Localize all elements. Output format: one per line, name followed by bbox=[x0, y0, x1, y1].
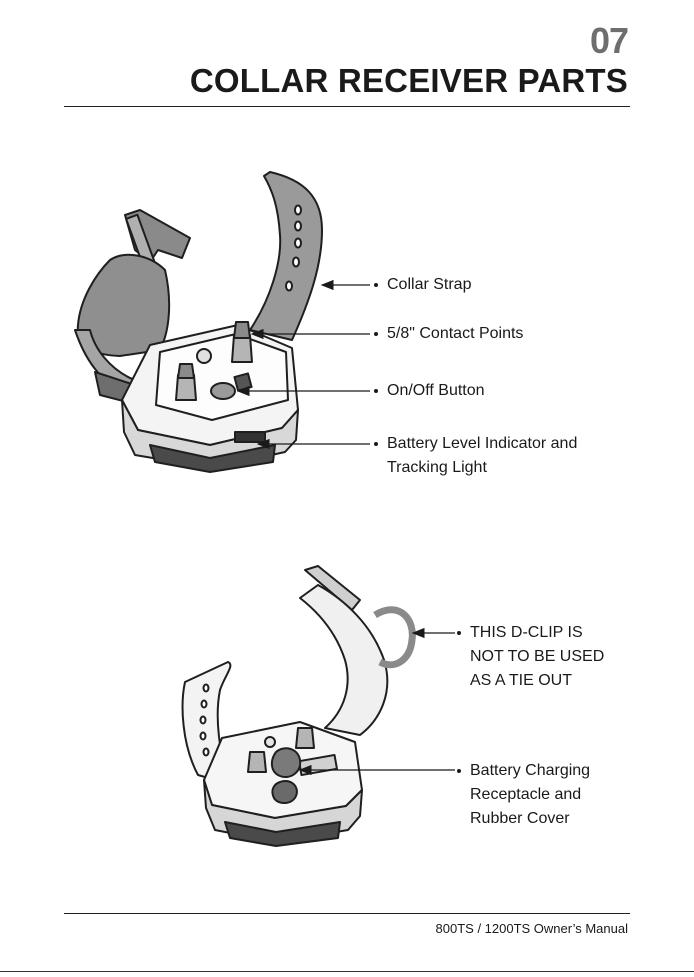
contact-point bbox=[232, 322, 252, 362]
bottom-collar-drawing bbox=[183, 566, 413, 846]
callout-battery-indicator: Battery Level Indicator and Tracking Lig… bbox=[387, 432, 577, 480]
footer-manual-title: 800TS / 1200TS Owner’s Manual bbox=[436, 921, 628, 936]
page-edge-line bbox=[0, 971, 694, 972]
contact-point bbox=[176, 364, 196, 400]
collar-strap bbox=[250, 172, 322, 340]
callout-on-off-button: On/Off Button bbox=[387, 379, 485, 403]
on-off-button bbox=[211, 383, 235, 399]
footer-divider bbox=[64, 913, 630, 914]
callout-charging-receptacle: Battery Charging Receptacle and Rubber C… bbox=[470, 759, 590, 831]
battery-indicator bbox=[235, 432, 265, 442]
callout-d-clip-warning: THIS D-CLIP IS NOT TO BE USED AS A TIE O… bbox=[470, 621, 604, 693]
callout-contact-points: 5/8" Contact Points bbox=[387, 322, 523, 346]
top-collar-drawing bbox=[75, 172, 322, 472]
callout-collar-strap: Collar Strap bbox=[387, 273, 471, 297]
